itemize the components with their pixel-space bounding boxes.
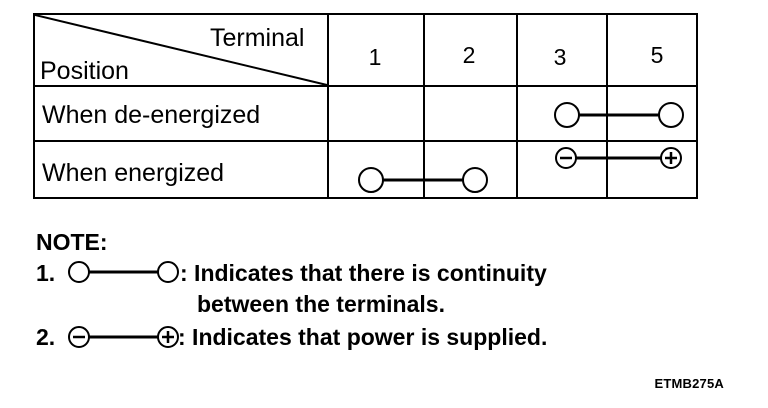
note-item-2-number: 2. (36, 324, 56, 350)
power-symbol-legend (68, 326, 179, 348)
power-symbol-3-5 (555, 147, 682, 169)
terminal-header-1: 1 (368, 44, 382, 70)
note-title: NOTE: (36, 229, 108, 255)
corner-terminal-label: Terminal (210, 24, 305, 52)
terminal-header-2: 2 (462, 42, 476, 68)
corner-position-label: Position (40, 57, 129, 85)
note-item-1-text: : Indicates that there is continuity (180, 260, 547, 286)
table-divider (35, 140, 696, 142)
table-divider (516, 15, 518, 197)
corner-diagonal (35, 15, 328, 86)
continuity-symbol-1-2 (358, 167, 488, 193)
terminal-header-5: 5 (650, 42, 664, 68)
row-label-de-energized: When de-energized (42, 101, 261, 129)
table-divider (423, 15, 425, 197)
note-item-2-text: : Indicates that power is supplied. (178, 324, 548, 350)
terminal-position-table: Terminal Position 1 2 3 5 When de-energi… (33, 13, 698, 199)
table-divider (606, 15, 608, 197)
row-label-energized: When energized (42, 159, 225, 187)
figure-code: ETMB275A (654, 376, 724, 391)
continuity-symbol-legend (68, 261, 179, 283)
table-divider (327, 15, 329, 197)
table-divider (35, 85, 696, 87)
note-item-1-number: 1. (36, 260, 56, 286)
continuity-symbol-3-5 (554, 102, 684, 128)
note-item-1-text-cont: between the terminals. (197, 291, 445, 317)
terminal-header-3: 3 (553, 44, 567, 70)
